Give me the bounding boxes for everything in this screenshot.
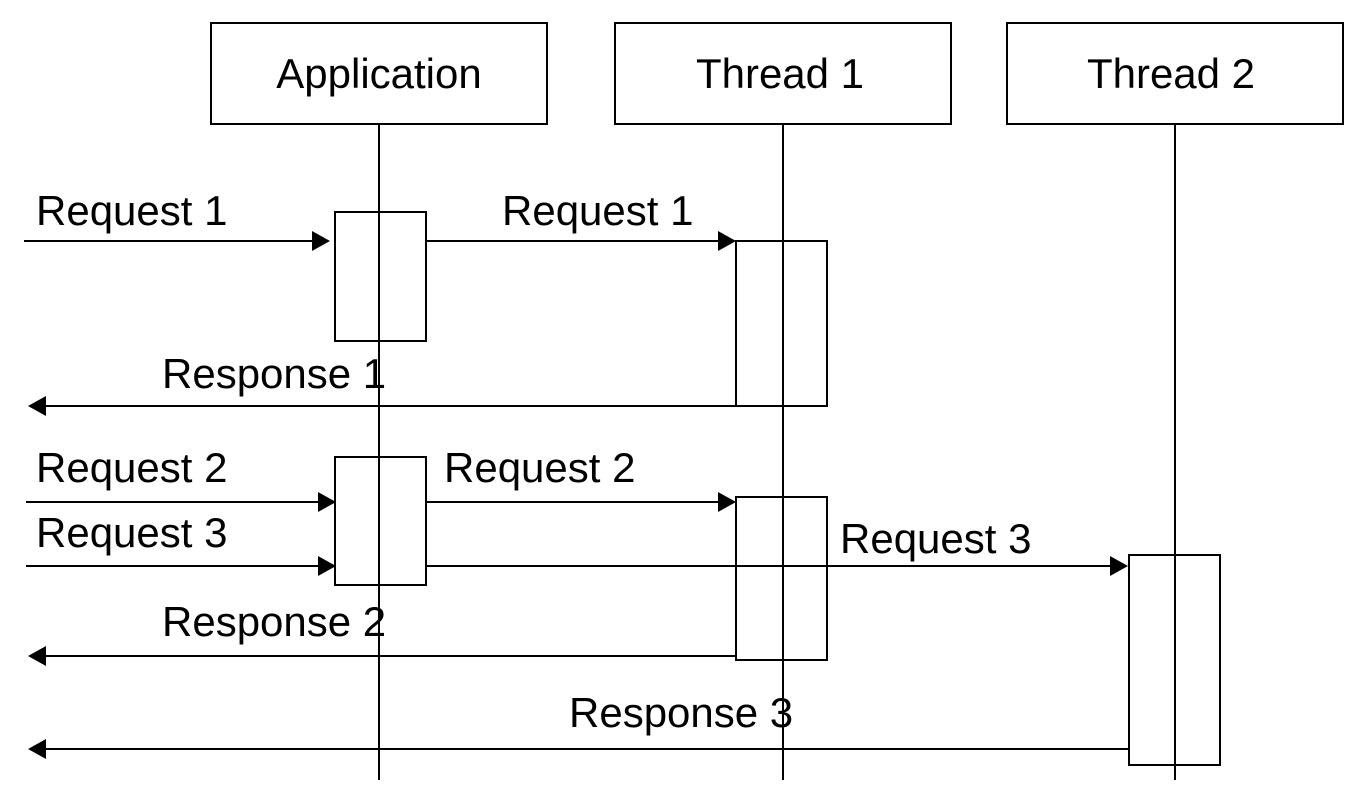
message-resp3: Response 3 <box>28 689 1129 759</box>
message-req1-fwd: Request 1 <box>426 187 736 251</box>
arrowhead-right-icon <box>1110 556 1128 576</box>
message-resp1: Response 1 <box>28 350 736 416</box>
arrowhead-right-icon <box>312 231 330 251</box>
participant-box-thread2 <box>1006 22 1344 125</box>
message-req3-fwd: Request 3 <box>426 515 1128 576</box>
activation-application-2 <box>334 456 427 586</box>
message-label: Request 2 <box>444 444 635 491</box>
message-resp2: Response 2 <box>28 598 736 666</box>
activation-thread1-2 <box>735 496 828 661</box>
message-req3-in: Request 3 <box>26 509 336 576</box>
participant-label-thread1: Thread 1 <box>696 50 864 97</box>
participant-thread1: Thread 1 <box>614 22 952 125</box>
message-label: Response 3 <box>569 689 793 736</box>
participant-label-application: Application <box>276 50 481 97</box>
arrowhead-left-icon <box>28 396 46 416</box>
message-label: Request 3 <box>36 509 227 556</box>
message-req1-in: Request 1 <box>24 187 330 251</box>
participant-thread2: Thread 2 <box>1006 22 1344 125</box>
arrowhead-left-icon <box>28 646 46 666</box>
activation-application-1 <box>334 211 427 342</box>
message-label: Response 1 <box>162 350 386 397</box>
message-label: Request 2 <box>36 444 227 491</box>
arrowhead-right-icon <box>718 231 736 251</box>
message-label: Request 1 <box>36 187 227 234</box>
arrowhead-right-icon <box>318 556 336 576</box>
participant-box-application <box>210 22 548 125</box>
message-req2-fwd: Request 2 <box>426 444 736 512</box>
participant-box-thread1 <box>614 22 952 125</box>
message-label: Request 1 <box>502 187 693 234</box>
activation-thread1-1 <box>735 240 828 407</box>
message-label: Request 3 <box>840 515 1031 562</box>
arrowhead-left-icon <box>28 739 46 759</box>
participant-application: Application <box>210 22 548 125</box>
participant-label-thread2: Thread 2 <box>1087 50 1255 97</box>
activation-thread2-1 <box>1128 554 1221 766</box>
message-label: Response 2 <box>162 598 386 645</box>
message-req2-in: Request 2 <box>26 444 336 512</box>
arrowhead-right-icon <box>318 492 336 512</box>
arrowhead-right-icon <box>718 492 736 512</box>
